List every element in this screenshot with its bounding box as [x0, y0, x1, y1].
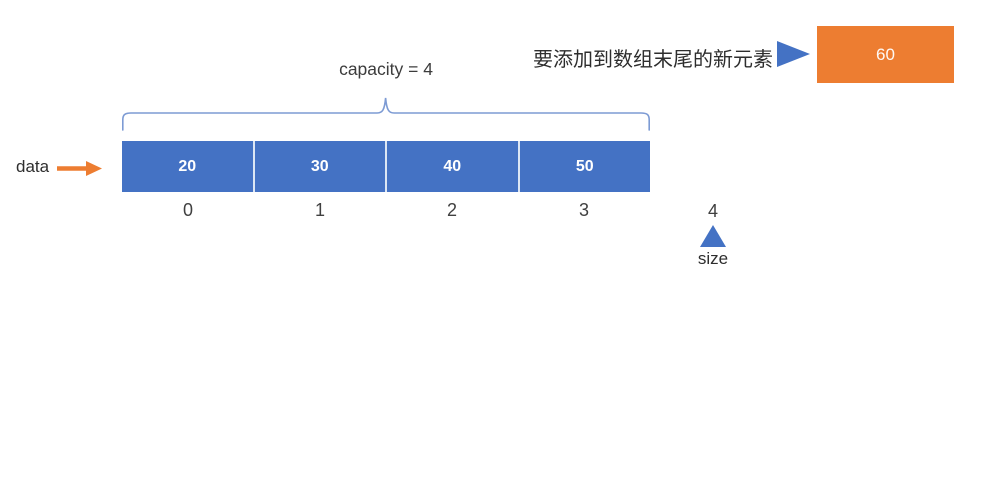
size-indicator: 4 size	[688, 200, 738, 269]
array-cell-value: 50	[575, 157, 594, 175]
array-cell-0: 20	[122, 141, 255, 192]
size-label: size	[697, 249, 729, 268]
array-index-1: 1	[314, 200, 325, 220]
capacity-label: capacity = 4	[339, 59, 433, 79]
array-cell-2: 40	[387, 141, 520, 192]
array-cells-row: 20 30 40 50	[122, 141, 650, 192]
arrow-up-icon	[700, 225, 726, 247]
array-cell-3: 50	[519, 141, 650, 192]
data-label: data	[16, 157, 50, 176]
array-cell-value: 30	[310, 157, 329, 175]
size-position-index: 4	[707, 201, 718, 221]
new-element-annotation: 要添加到数组末尾的新元素	[533, 49, 773, 71]
array-index-3: 3	[578, 200, 589, 220]
array-cell-1: 30	[254, 141, 387, 192]
array-cell-value: 20	[178, 157, 197, 175]
array-index-0: 0	[182, 200, 193, 220]
array-index-row: 0 1 2 3	[122, 200, 650, 222]
array-index-2: 2	[446, 200, 457, 220]
new-element-box: 60	[817, 26, 954, 83]
capacity-brace-icon	[122, 97, 650, 131]
new-element-value: 60	[876, 44, 895, 64]
arrow-right-icon	[777, 41, 810, 67]
data-arrow-icon	[57, 161, 102, 176]
array-cell-value: 40	[443, 157, 462, 175]
